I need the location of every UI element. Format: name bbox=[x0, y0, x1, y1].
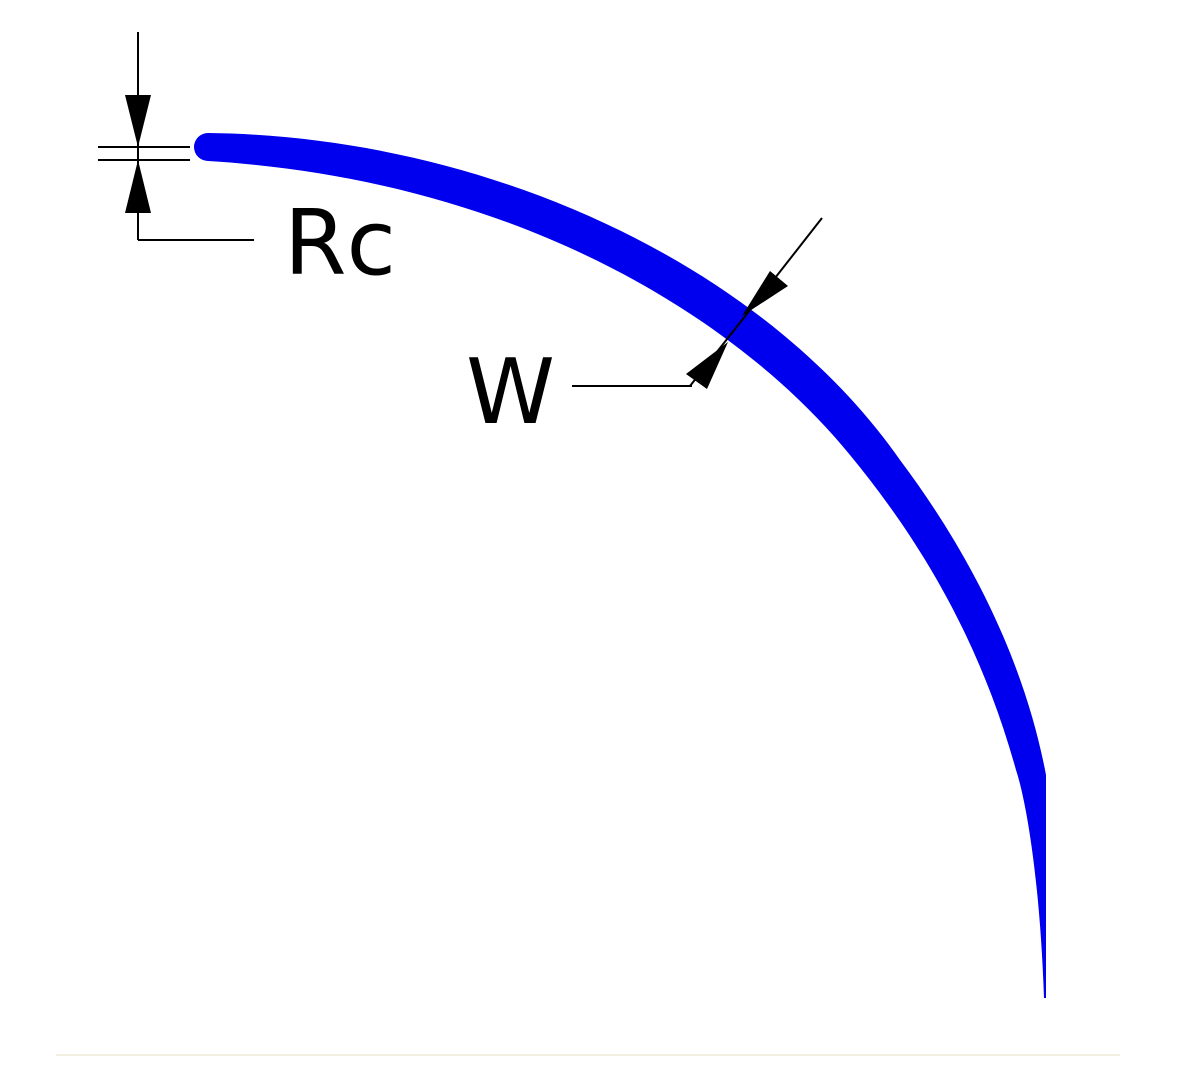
rc-label: Rc bbox=[284, 191, 396, 296]
rc-arrow-up bbox=[125, 160, 151, 213]
w-arrow-upper bbox=[742, 271, 788, 316]
rc-arrow-down bbox=[125, 95, 151, 147]
w-label: W bbox=[466, 340, 555, 445]
w-arrow-lower bbox=[686, 342, 728, 389]
footer-divider bbox=[56, 1054, 1120, 1056]
